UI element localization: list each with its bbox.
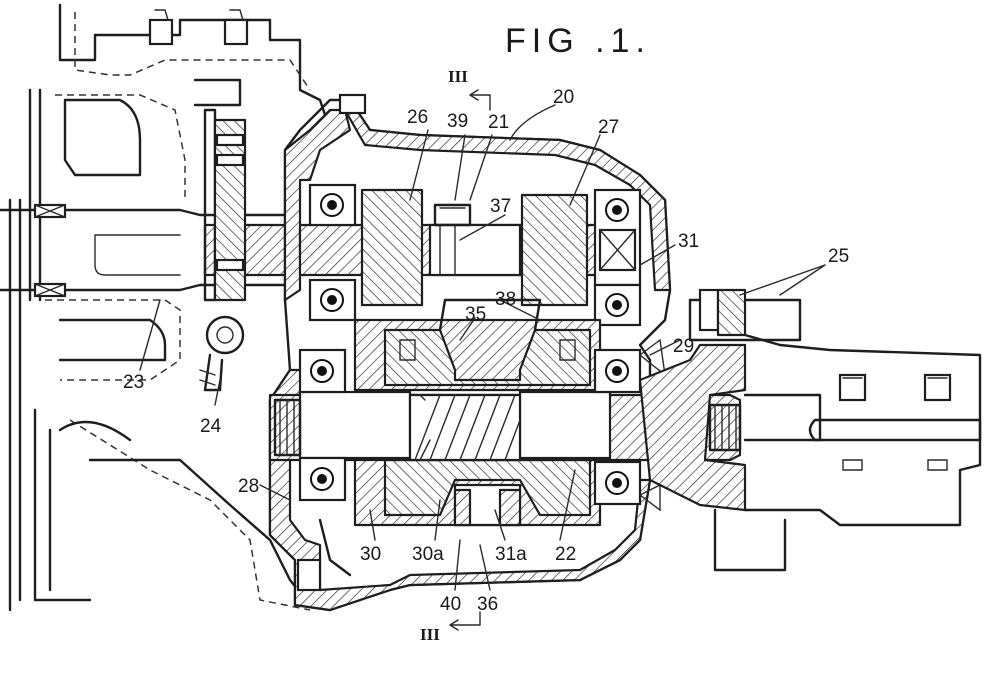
output-shaft-22 — [268, 390, 742, 462]
label-23: 23 — [123, 372, 144, 393]
input-shaft-23 — [0, 203, 302, 298]
engine-block-outline — [8, 3, 332, 612]
label-28: 28 — [238, 476, 259, 497]
section-mark-top: III — [448, 67, 468, 86]
countershaft-21 — [298, 188, 602, 307]
leader-lines — [139, 104, 826, 591]
label-27: 27 — [598, 117, 619, 138]
worm-wheel-36 — [353, 298, 602, 527]
label-29: 29 — [673, 336, 694, 357]
label-35: 35 — [465, 304, 486, 325]
label-40: 40 — [440, 594, 461, 615]
sprocket-chain-24 — [193, 78, 247, 392]
output-flange-25 — [638, 288, 982, 572]
upper-bearings — [308, 183, 642, 327]
label-21: 21 — [488, 112, 509, 133]
lower-bearings — [298, 338, 666, 512]
label-30a: 30a — [412, 544, 444, 565]
label-38: 38 — [495, 289, 516, 310]
label-31: 31 — [678, 231, 699, 252]
section-mark-bottom: III — [420, 625, 440, 644]
label-37: 37 — [490, 196, 511, 217]
label-36: 36 — [477, 594, 498, 615]
label-26: 26 — [407, 107, 428, 128]
gear-housing-20 — [268, 93, 672, 612]
label-31a: 31a — [495, 544, 527, 565]
label-30: 30 — [360, 544, 381, 565]
label-39: 39 — [447, 111, 468, 132]
label-20: 20 — [553, 87, 574, 108]
label-24: 24 — [200, 416, 222, 437]
label-25: 25 — [828, 246, 849, 267]
label-22: 22 — [555, 544, 576, 565]
figure-title: FIG .1. — [505, 22, 651, 60]
section-line — [449, 89, 491, 631]
